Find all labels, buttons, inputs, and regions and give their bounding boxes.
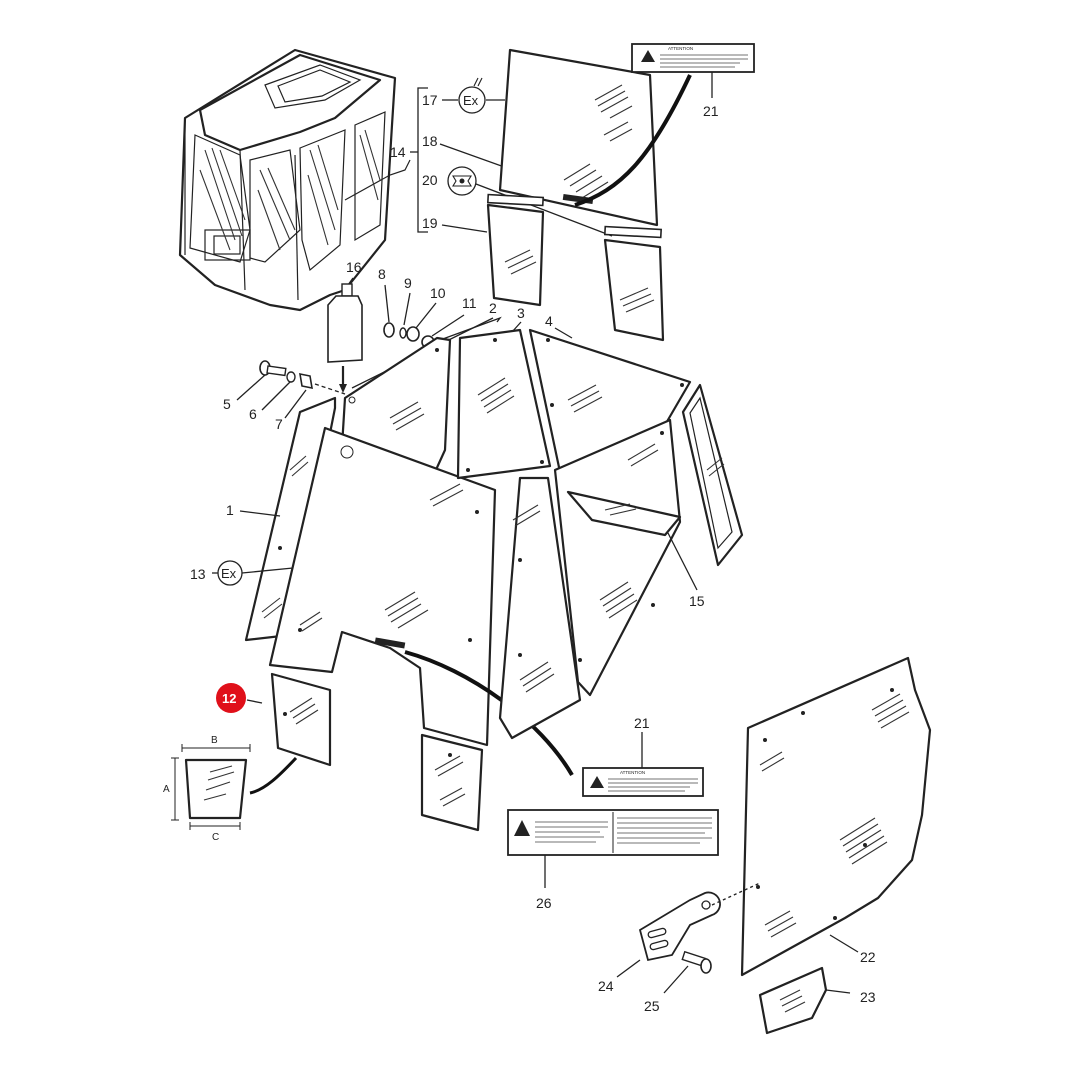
svg-text:ATTENTION: ATTENTION <box>668 46 693 51</box>
seal-symbol-20 <box>447 166 477 196</box>
side-window-1 <box>244 396 337 642</box>
cab-overview-illustration <box>178 48 411 312</box>
svg-text:Ex: Ex <box>221 566 237 581</box>
rear-window-17 <box>498 48 692 227</box>
warning-sticker-26 <box>507 809 719 856</box>
svg-text:ATTENTION: ATTENTION <box>620 770 645 775</box>
callout-9: 9 <box>404 275 412 291</box>
glass-piece-23 <box>758 966 828 1035</box>
callout-4: 4 <box>545 313 553 329</box>
side-strip-right <box>681 383 744 567</box>
callout-25: 25 <box>644 998 660 1014</box>
callout-7: 7 <box>275 416 283 432</box>
callout-16: 16 <box>346 259 362 275</box>
callout-3: 3 <box>517 305 525 321</box>
ex-symbol-13: Ex <box>217 560 243 586</box>
glass-panel-12 <box>270 672 332 767</box>
warning-sticker-21-middle: ATTENTION <box>582 767 704 797</box>
warning-sticker-21-top: ATTENTION <box>631 43 755 73</box>
front-windshield-lower <box>268 426 574 777</box>
door-window <box>498 476 582 740</box>
callout-19: 19 <box>422 215 438 231</box>
callout-18: 18 <box>422 133 438 149</box>
svg-text:12: 12 <box>222 691 236 706</box>
door-glass-22 <box>740 656 932 977</box>
callout-24: 24 <box>598 978 614 994</box>
callout-20: 20 <box>422 172 438 188</box>
svg-text:Ex: Ex <box>463 93 479 108</box>
callout-6: 6 <box>249 406 257 422</box>
callout-14: 14 <box>390 144 406 160</box>
callout-1: 1 <box>226 502 234 518</box>
callout-11: 11 <box>462 295 477 311</box>
callout-17: 17 <box>422 92 438 108</box>
bolt-set-5-7 <box>259 360 313 390</box>
sealant-bottle-16 <box>327 283 363 363</box>
callout-2: 2 <box>489 300 497 316</box>
rear-lower-panel-19 <box>486 193 545 307</box>
dimension-b-label: B <box>211 735 218 746</box>
callout-21-middle: 21 <box>634 715 650 731</box>
callout-10: 10 <box>430 285 446 301</box>
bolt-25 <box>681 950 712 974</box>
callout-13: 13 <box>190 566 206 582</box>
window-right-lower <box>553 418 682 697</box>
dimension-sketch <box>171 744 251 830</box>
hinge-bracket-24 <box>638 891 721 962</box>
callout-21-top: 21 <box>703 103 719 119</box>
dimension-c-label: C <box>212 832 219 843</box>
callout-22: 22 <box>860 949 876 965</box>
rear-lower-panel-18 <box>603 225 665 342</box>
callout-12-marker: 12 <box>216 683 246 713</box>
window-3 <box>456 328 552 480</box>
callout-5: 5 <box>223 396 231 412</box>
callout-8: 8 <box>378 266 386 282</box>
callout-23: 23 <box>860 989 876 1005</box>
callout-26: 26 <box>536 895 552 911</box>
lower-front-glass <box>420 733 484 832</box>
glass-strip-15 <box>566 490 682 537</box>
bracket-14 <box>410 87 428 233</box>
ex-symbol-17: Ex <box>458 77 486 114</box>
callout-15: 15 <box>689 593 705 609</box>
dimension-a-label: A <box>163 784 170 795</box>
